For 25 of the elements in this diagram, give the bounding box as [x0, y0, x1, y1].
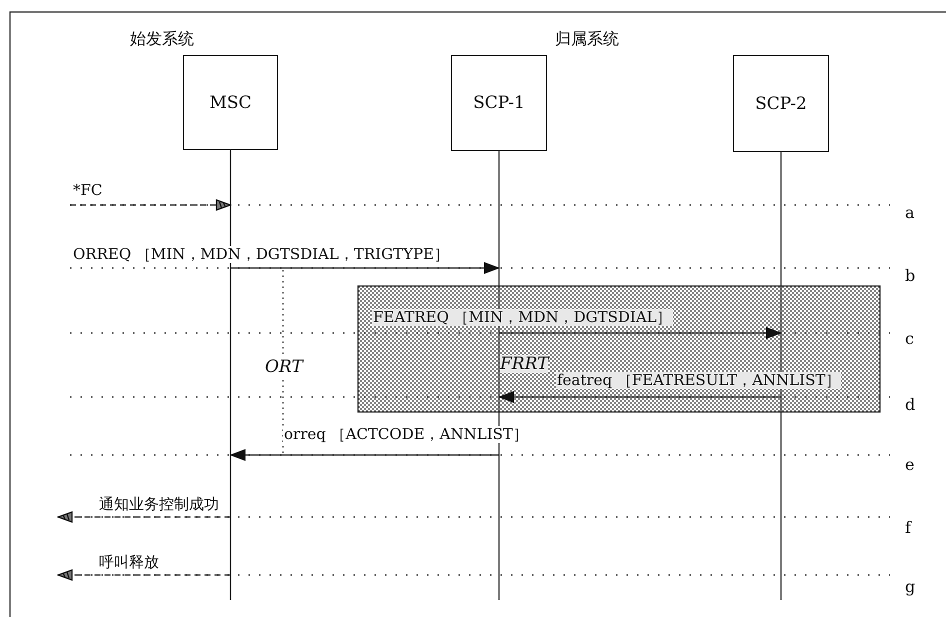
message-label: 通知业务控制成功: [98, 496, 220, 513]
timer-label: ORT: [265, 358, 303, 376]
row-letter: f: [905, 519, 911, 537]
row-letter: c: [905, 330, 914, 348]
message-label: featreq ［FEATRESULT，ANNLIST］: [556, 372, 842, 389]
row-letter: e: [905, 456, 914, 474]
row-letter: b: [905, 267, 916, 285]
message-label: FEATREQ ［MIN，MDN，DGTSDIAL］: [372, 309, 673, 326]
message-arrow: [230, 262, 500, 274]
row-letter: a: [905, 204, 915, 222]
row-letter: d: [905, 396, 916, 414]
message-arrow: [499, 327, 782, 339]
message-label: 呼叫释放: [98, 554, 160, 571]
entity-box: SCP-1: [451, 55, 547, 151]
message-arrow: [498, 391, 781, 403]
message-arrow: [57, 569, 230, 581]
system-heading: 归属系统: [555, 30, 619, 48]
entity-box: MSC: [183, 55, 278, 150]
row-letter: g: [905, 578, 916, 596]
message-arrow: [230, 449, 499, 461]
system-heading: 始发系统: [130, 30, 194, 48]
entity-box: SCP-2: [733, 55, 829, 152]
timer-label: FRRT: [500, 355, 548, 373]
message-arrow: [57, 511, 230, 523]
message-arrow: [70, 199, 232, 211]
